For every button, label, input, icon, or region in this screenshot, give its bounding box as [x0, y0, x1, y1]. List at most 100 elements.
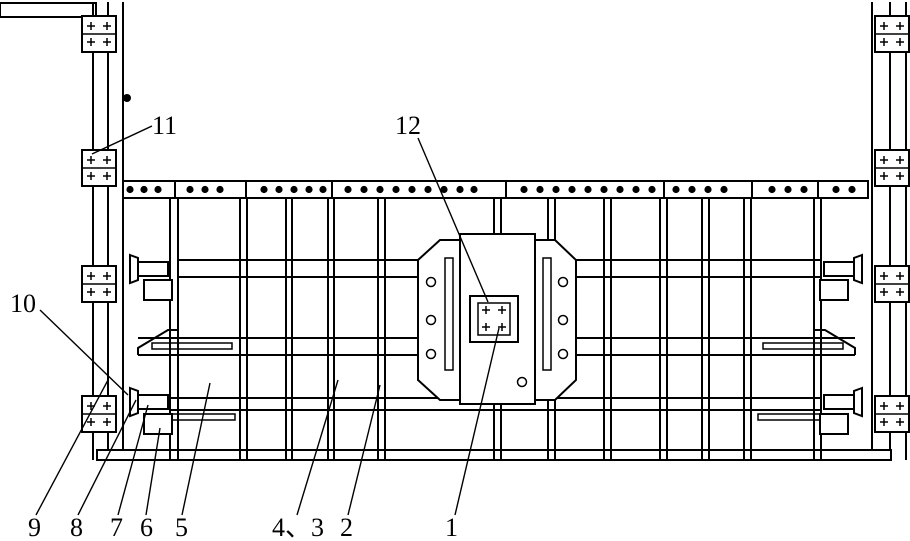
plate-hole-6	[557, 348, 569, 360]
rail-bolt-38	[848, 185, 856, 194]
leader-43	[296, 379, 339, 516]
callout-7: 7	[110, 513, 123, 541]
jack-screws	[129, 253, 863, 435]
rail-bolt-15	[392, 185, 400, 194]
callout-8: 8	[70, 513, 83, 541]
marker-dot	[123, 94, 131, 102]
rail-bolt-1	[126, 185, 134, 194]
plate-hole-5	[557, 314, 569, 326]
rail-bolt-33	[720, 185, 728, 194]
rail-bolt-17	[424, 185, 432, 194]
rail-bolt-25	[584, 185, 592, 194]
rail-bolt-22	[536, 185, 544, 194]
leader-9	[35, 379, 109, 516]
jack-screw-left-lower	[129, 386, 173, 435]
clamp-right-2	[874, 149, 910, 187]
rail-bolt-36	[800, 185, 808, 194]
rail-bolt-30	[672, 185, 680, 194]
rail-bolt-31	[688, 185, 696, 194]
plate-cross-3	[482, 323, 490, 331]
rail-bolt-19	[456, 185, 464, 194]
clamp-left-3	[81, 265, 117, 303]
rail-bolt-14	[376, 185, 384, 194]
stud-5	[377, 198, 386, 460]
plate-hole-3	[425, 348, 437, 360]
rail-bolt-37	[832, 185, 840, 194]
callout-labels: 1 2 4、3 5 6 7 8 9 10 11 12	[10, 111, 458, 541]
jack-screw-right-lower	[819, 386, 863, 435]
rail-bolt-16	[408, 185, 416, 194]
stud-3	[285, 198, 293, 460]
stud-10	[701, 198, 710, 460]
leader-10	[39, 309, 129, 396]
clamp-right-4	[874, 395, 910, 433]
rail-bolt-27	[616, 185, 624, 194]
stud-9	[659, 198, 668, 460]
stud-4	[327, 198, 335, 460]
plate-cross-4	[498, 323, 506, 331]
callout-6: 6	[140, 513, 153, 541]
right-column	[871, 2, 907, 460]
plate-hole-1	[425, 276, 437, 288]
rail-bolt-5	[201, 185, 209, 194]
plate-cross-1	[482, 306, 490, 314]
rail-bolt-2	[140, 185, 148, 194]
jack-screw-left-upper	[129, 253, 173, 301]
leader-1	[454, 327, 500, 516]
rail-bolt-12	[344, 185, 352, 194]
rail-bolt-20	[470, 185, 478, 194]
callout-5: 5	[175, 513, 188, 541]
rail-bolt-11	[319, 185, 327, 194]
plate-cross-2	[498, 306, 506, 314]
leader-5	[181, 382, 211, 516]
leader-8	[77, 399, 137, 516]
rail-bolt-13	[360, 185, 368, 194]
rail-bolt-23	[552, 185, 560, 194]
rail-bolt-26	[600, 185, 608, 194]
stud-8	[603, 198, 612, 460]
rail-bolt-29	[648, 185, 656, 194]
leader-lines	[35, 125, 500, 516]
horizontal-walers	[138, 259, 855, 411]
jack-screw-right-upper	[819, 253, 863, 301]
clamp-left-2	[81, 149, 117, 187]
rail-bolts	[126, 181, 856, 198]
plate-hole-4	[557, 276, 569, 288]
rail-bolt-24	[568, 185, 576, 194]
callout-1: 1	[445, 513, 458, 541]
leader-2	[347, 384, 381, 516]
stud-2	[239, 198, 248, 460]
leader-6	[145, 427, 161, 516]
callout-9: 9	[28, 513, 41, 541]
callout-11: 11	[152, 111, 177, 140]
rail-bolt-18	[440, 185, 448, 194]
rail-bolt-8	[275, 185, 283, 194]
leader-7	[117, 404, 149, 516]
rail-bolt-10	[305, 185, 313, 194]
plate-hole-7	[516, 376, 528, 388]
top-rail	[122, 180, 869, 199]
clamps	[81, 15, 910, 433]
stud-11	[743, 198, 752, 460]
callout-10: 10	[10, 289, 36, 318]
rail-bolt-32	[704, 185, 712, 194]
rail-bolt-21	[520, 185, 528, 194]
leader-12	[417, 137, 489, 303]
rail-bolt-7	[260, 185, 268, 194]
rail-bolt-4	[186, 185, 194, 194]
leader-11	[91, 125, 153, 155]
clamp-left-4	[81, 395, 117, 433]
rail-bolt-35	[784, 185, 792, 194]
rail-bolt-34	[768, 185, 776, 194]
central-plate-holes	[425, 276, 569, 388]
clamp-left-1	[81, 15, 117, 53]
rail-bolt-28	[632, 185, 640, 194]
plate-hole-2	[425, 314, 437, 326]
callout-12: 12	[395, 111, 421, 140]
left-column	[92, 2, 124, 460]
central-plate	[417, 233, 577, 405]
clamp-right-3	[874, 265, 910, 303]
callout-4-3: 4、3	[272, 513, 324, 541]
rail-bolt-6	[216, 185, 224, 194]
